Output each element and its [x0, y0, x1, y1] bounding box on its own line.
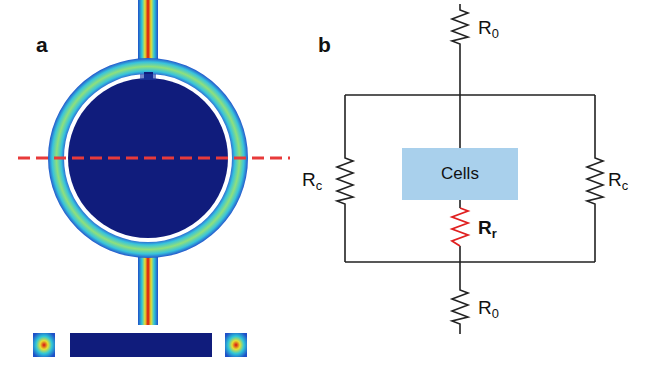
resistor-label: R0 [478, 18, 499, 37]
box-label: Cells [441, 164, 479, 184]
resistor-symbol [587, 95, 603, 262]
resistor-symbol [452, 208, 468, 246]
resistor-label: Rr [478, 218, 497, 237]
resistor-symbol [337, 95, 353, 262]
resistor-symbol [452, 4, 468, 148]
resistor-label: R0 [478, 298, 499, 317]
cells-box: Cells [402, 148, 518, 200]
resistor-label: Rc [302, 170, 322, 189]
wire [452, 200, 468, 334]
panel-label: b [318, 34, 331, 55]
wire [345, 95, 595, 262]
panel-label: a [36, 34, 48, 55]
resistor-label: Rc [608, 170, 628, 189]
